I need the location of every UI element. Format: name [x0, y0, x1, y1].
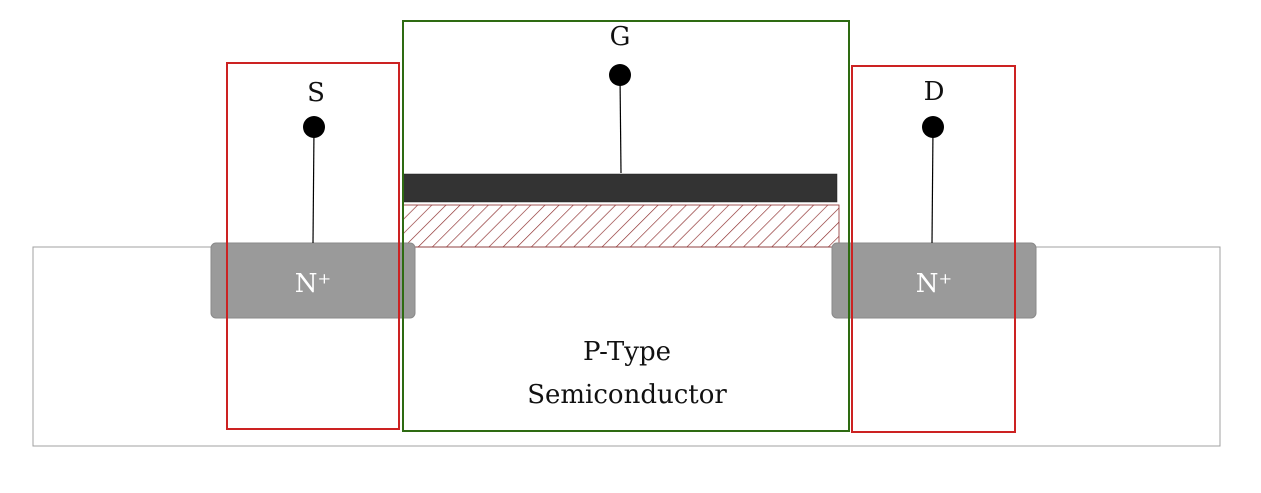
source-wire: [312, 127, 315, 244]
source-highlight-box: [226, 62, 400, 430]
gate-electrode: [402, 173, 838, 203]
substrate-label-line1: P-Type: [583, 337, 671, 367]
drain-label: D: [924, 77, 945, 107]
drain-doping-label: N⁺: [916, 269, 952, 299]
substrate-label-line2: Semiconductor: [527, 380, 727, 410]
gate-highlight-box: [402, 20, 850, 432]
source-label: S: [307, 78, 325, 108]
source-terminal: [303, 116, 325, 138]
source-doping-label: N⁺: [295, 269, 331, 299]
drain-region: [831, 242, 1037, 319]
gate-wire: [619, 74, 622, 174]
gate-label: G: [610, 22, 631, 52]
gate-oxide: [402, 204, 840, 248]
gate-terminal: [609, 64, 631, 86]
drain-highlight-box: [851, 65, 1016, 433]
drain-wire: [931, 127, 934, 244]
drain-terminal: [922, 116, 944, 138]
